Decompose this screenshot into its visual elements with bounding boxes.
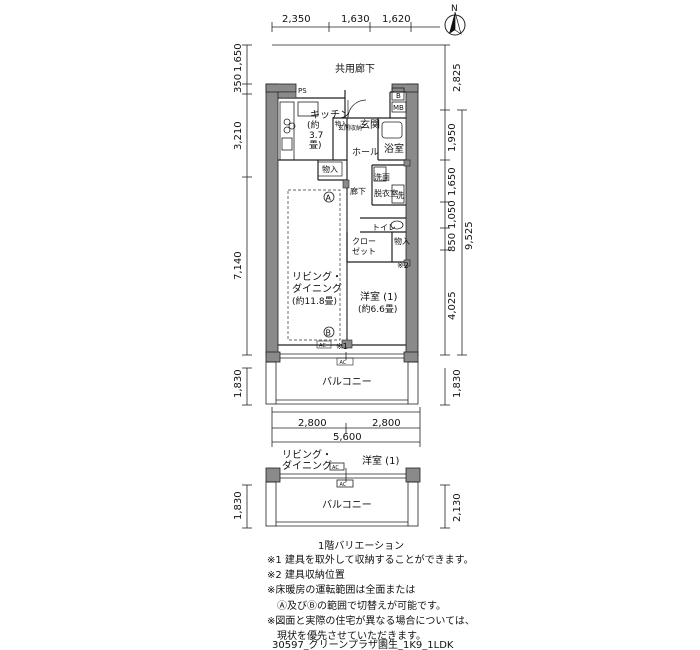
toilet-label: トイレ: [372, 223, 396, 232]
storage-1-label: 物入: [322, 164, 338, 174]
right-dimensions: [440, 44, 467, 529]
var-dining-label: ダイニング: [282, 459, 332, 472]
kitchen-size-3: 畳): [309, 140, 322, 151]
notes-block: ※1 建具を取外して収納することができます。 ※2 建具収納位置 ※床暖房の運転…: [267, 553, 687, 644]
dim-bottom-1: 2,800: [298, 418, 327, 429]
washbasin-icon: [373, 166, 405, 204]
bath-label: 浴室: [384, 142, 404, 155]
ac-label-2: AC: [340, 360, 347, 366]
kitchen-size-1: (約: [307, 119, 320, 131]
storage-2-label: 物入: [394, 236, 410, 246]
ac-unit-1: AC: [316, 340, 332, 349]
top-dimensions: [271, 22, 440, 46]
living-size: (約11.8畳): [292, 295, 337, 307]
dim-var-left: 1,830: [233, 491, 244, 520]
kitchen-label: キッチン: [310, 109, 350, 121]
note-line: ※床暖房の運転範囲は全面または: [267, 585, 416, 597]
dim-top-1: 2,350: [282, 14, 311, 25]
kitchen-size-2: 3.7: [309, 131, 323, 141]
washroom-label-2: 脱衣室: [374, 188, 398, 198]
dim-right-5: 850: [447, 233, 458, 252]
note-line: ※2 建具収納位置: [267, 570, 345, 582]
dim-right-4: 1,050: [447, 200, 458, 229]
entrance-label: 玄関: [360, 118, 380, 131]
balcony-outline: [265, 361, 419, 405]
mark-2: ※2: [397, 261, 409, 270]
kitchen-counter: [279, 101, 319, 161]
utility-boxes: [391, 87, 407, 113]
north-arrow-icon: [444, 11, 466, 36]
bedroom-size: (約6.6畳): [358, 303, 397, 315]
mark-1: ※1: [336, 342, 348, 351]
north-label: N: [451, 4, 458, 14]
dim-var-right: 2,130: [452, 493, 463, 522]
exterior-walls: [265, 83, 419, 363]
dim-top-3: 1,620: [382, 14, 411, 25]
closet-c-label-1: クロー: [352, 237, 376, 246]
zone-b-marker: B: [323, 326, 335, 338]
ac-unit-2: AC: [336, 357, 354, 366]
closet-b-label: 玄関収納: [338, 124, 362, 132]
var-bedroom-label: 洋室 (1): [362, 454, 399, 467]
hallway-label: 廊下: [350, 186, 366, 196]
living-label-1: リビング・: [292, 270, 342, 283]
dim-left-5: 1,830: [233, 369, 244, 398]
dim-left-2: 350: [233, 74, 244, 93]
zone-a-marker: A: [323, 191, 335, 203]
variation-caption: 1階バリエーション: [318, 541, 405, 552]
label-mb: MB: [393, 104, 404, 112]
dim-right-3: 1,650: [447, 167, 458, 196]
var-living-label: リビング・: [282, 448, 332, 461]
ac-label-1: AC: [319, 343, 326, 349]
storage-box-1: [317, 161, 343, 177]
note-line: Ⓐ及びⒷの範囲で切替えが可能です。: [267, 600, 446, 612]
zone-b-label: B: [326, 329, 332, 338]
note-line: 現状を優先させていただきます。: [267, 631, 426, 643]
living-label-2: ダイニング: [292, 282, 342, 295]
balcony-windows: [280, 352, 404, 360]
zone-a-label: A: [326, 194, 332, 203]
corridor-label: 共用廊下: [335, 62, 375, 75]
hall-label: ホール: [352, 147, 379, 158]
washroom-label-1: 洗面: [374, 172, 390, 182]
dim-bottom-total: 5,600: [333, 432, 362, 443]
floor-heating-area: [287, 189, 348, 341]
closet-c-label-2: ゼット: [352, 246, 376, 256]
wall-stubs: [277, 91, 411, 349]
closet-a-label: 物入: [335, 120, 347, 128]
dim-right-8: 1,830: [452, 369, 463, 398]
dim-right-7: 4,025: [447, 291, 458, 320]
left-dimensions: [242, 44, 252, 529]
toilet-icon: [390, 220, 404, 230]
dim-right-2: 1,950: [447, 123, 458, 152]
dim-left-3: 3,210: [233, 121, 244, 150]
label-ps: PS: [298, 87, 307, 95]
entrance-door-icon: [347, 99, 367, 119]
dim-bottom-2: 2,800: [372, 418, 401, 429]
bedroom-label: 洋室 (1): [360, 290, 397, 303]
washer-label: 洗: [396, 190, 404, 200]
bathtub-icon: [381, 121, 403, 139]
balcony-label: バルコニー: [322, 376, 372, 388]
dim-left-4: 7,140: [233, 251, 244, 280]
bottom-dimensions: [271, 407, 421, 447]
var-ac-label-1: AC: [332, 465, 339, 471]
variation-plan: [265, 462, 421, 527]
dim-right-1: 2,825: [452, 63, 463, 92]
label-b: B: [396, 92, 401, 100]
dim-right-6: 9,525: [464, 221, 475, 250]
note-line: ※図面と実際の住宅が異なる場合については、: [267, 615, 475, 627]
note-line: ※1 建具を取外して収納することができます。: [267, 555, 474, 566]
dim-left-1: 1,650: [233, 43, 244, 72]
plan-footer: 30597_グリーンプラザ園生_1K9_1LDK: [272, 640, 454, 650]
var-balcony-label: バルコニー: [322, 499, 372, 511]
var-ac-label-2: AC: [340, 482, 347, 488]
dim-top-2: 1,630: [341, 14, 370, 25]
